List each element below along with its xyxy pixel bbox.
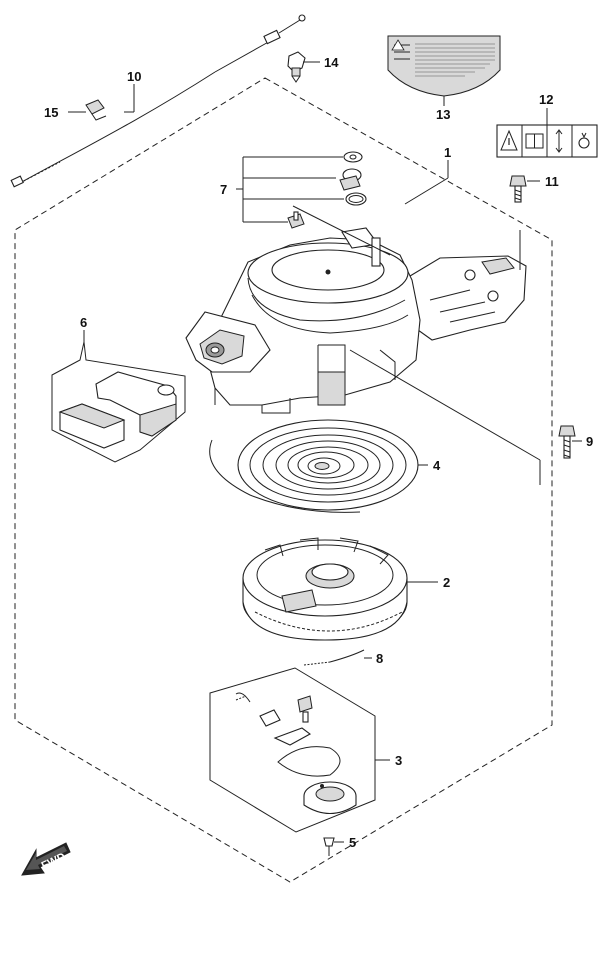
callout-5: 5 [349,835,356,850]
callout-3: 3 [395,753,402,768]
warning-label-part-13 [387,35,501,97]
callout-8: 8 [376,651,383,666]
callout-9: 9 [586,434,593,449]
cable-part-10 [10,14,306,188]
callout-4: 4 [433,458,441,473]
callout-10: 10 [127,69,141,84]
caution-label-part-12 [496,124,598,158]
callout-11: 11 [545,174,559,189]
callout-13: 13 [436,107,450,122]
clip-part-15 [85,99,107,121]
fwd-arrow-icon: FWD [21,842,71,876]
leader-lines [68,61,582,843]
callout-15: 15 [44,105,58,120]
reel-part-2 [242,537,408,641]
callout-1: 1 [444,145,451,160]
ratchet-kit-part-3 [209,667,376,833]
screw-part-5 [323,837,335,856]
starter-housing-part-1 [185,205,527,414]
callout-labels: 1 2 3 4 5 6 7 8 9 10 11 12 13 14 15 [44,55,593,850]
grommet-part-14 [287,51,306,83]
callout-14: 14 [324,55,339,70]
spring-part-4 [209,419,419,513]
handle-part-6 [51,341,186,463]
bolt-part-9 [558,425,576,459]
callout-7: 7 [220,182,227,197]
rope-part-8 [303,649,365,666]
assembly-outline [14,77,553,883]
callout-2: 2 [443,575,450,590]
small-parts-part-7 [236,151,367,229]
callout-12: 12 [539,92,553,107]
bolt-part-11 [509,175,527,203]
callout-6: 6 [80,315,87,330]
